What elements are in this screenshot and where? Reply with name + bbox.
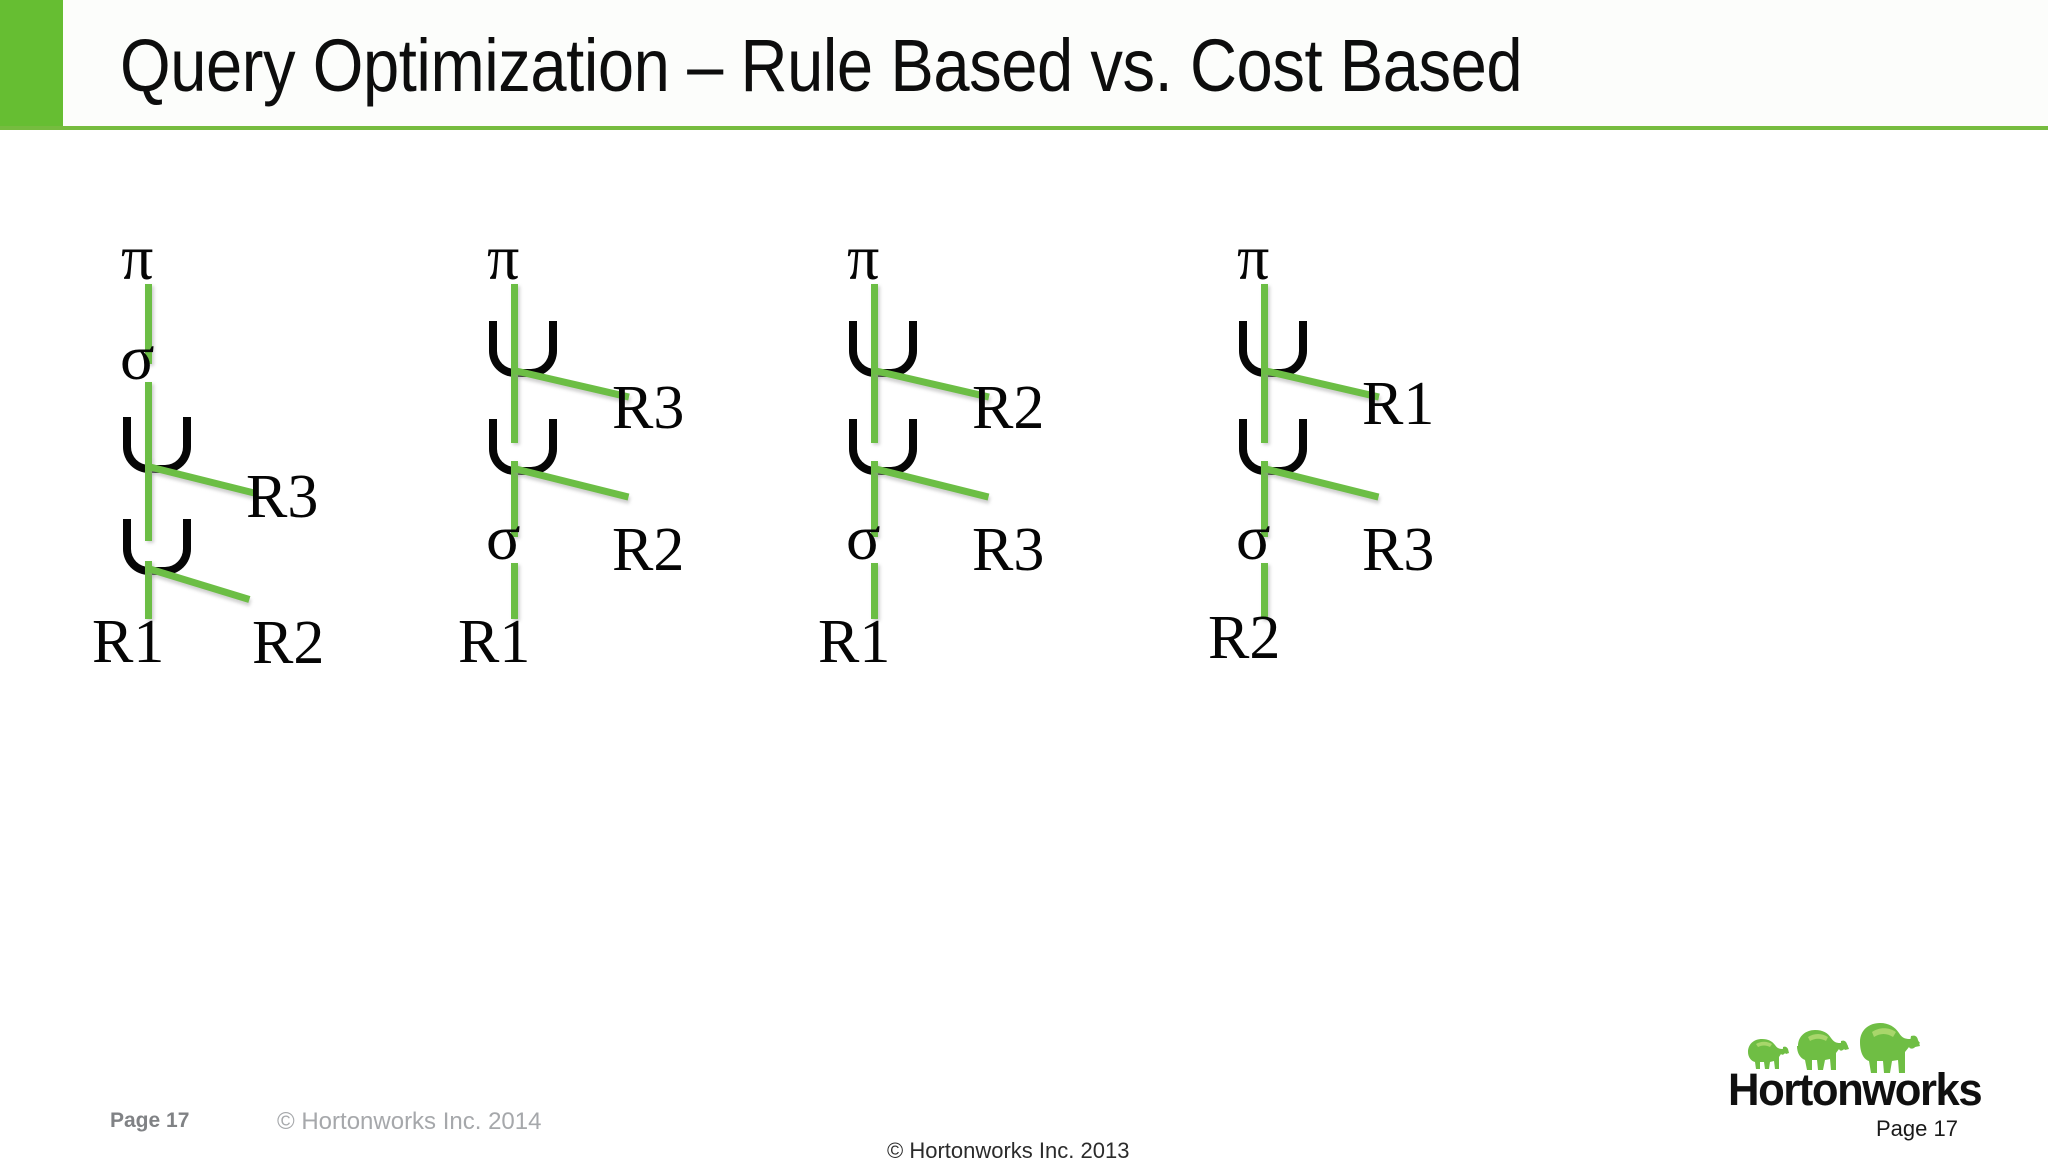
edge-vertical	[145, 284, 152, 364]
logo-page-number: Page 17	[1876, 1116, 1958, 1141]
edge-vertical	[871, 461, 878, 537]
node-relation-right: R3	[972, 516, 1045, 584]
edge-vertical	[871, 563, 878, 619]
node-relation-right: R3	[612, 374, 685, 442]
node-relation-right: R3	[246, 463, 319, 531]
footer-copyright-left: © Hortonworks Inc. 2014	[277, 1108, 542, 1135]
edge-vertical	[871, 363, 878, 443]
node-projection: π	[847, 222, 880, 293]
node-selection: σ	[1236, 502, 1271, 573]
footer-copyright-center: © Hortonworks Inc. 2013	[887, 1138, 1130, 1163]
hortonworks-logo: Hortonworks Page 17	[1728, 1022, 1983, 1141]
footer-page-number: Page 17	[110, 1109, 190, 1132]
node-relation-leaf: R2	[1208, 604, 1281, 672]
edge-diagonal-right	[513, 465, 630, 501]
edge-vertical	[511, 563, 518, 619]
node-projection: π	[487, 222, 520, 293]
edge-vertical	[1261, 461, 1268, 537]
node-selection: σ	[486, 502, 521, 573]
edge-diagonal-right	[147, 463, 256, 497]
edge-diagonal-right	[1263, 465, 1380, 501]
node-relation-leaf: R1	[92, 608, 165, 676]
node-projection: π	[1237, 222, 1270, 293]
node-relation-right: R2	[972, 374, 1045, 442]
edge-vertical	[1261, 363, 1268, 443]
edge-diagonal-right	[873, 465, 990, 501]
page-title: Query Optimization – Rule Based vs. Cost…	[120, 24, 1523, 107]
query-plan-diagram: π σ R3 R2 R1 π R3	[0, 129, 2048, 1009]
node-relation-leaf: R1	[818, 608, 891, 676]
edge-vertical	[511, 461, 518, 537]
title-band: Query Optimization – Rule Based vs. Cost…	[0, 0, 2048, 130]
elephants-icon	[1748, 1023, 1920, 1073]
node-selection: σ	[846, 502, 881, 573]
node-relation-right: R2	[252, 609, 325, 677]
title-divider-rule	[0, 126, 2048, 130]
node-relation-right: R2	[612, 516, 685, 584]
node-selection: σ	[120, 322, 155, 393]
edge-vertical	[145, 459, 152, 541]
edge-diagonal-right	[146, 565, 251, 603]
edge-vertical	[1261, 563, 1268, 619]
edge-vertical	[145, 561, 152, 619]
node-projection: π	[121, 222, 154, 293]
node-relation-right: R3	[1362, 516, 1435, 584]
node-relation-right: R1	[1362, 370, 1435, 438]
node-relation-leaf: R1	[458, 608, 531, 676]
edge-vertical	[511, 363, 518, 443]
title-accent-block	[0, 0, 63, 128]
logo-wordmark: Hortonworks	[1728, 1064, 1983, 1115]
